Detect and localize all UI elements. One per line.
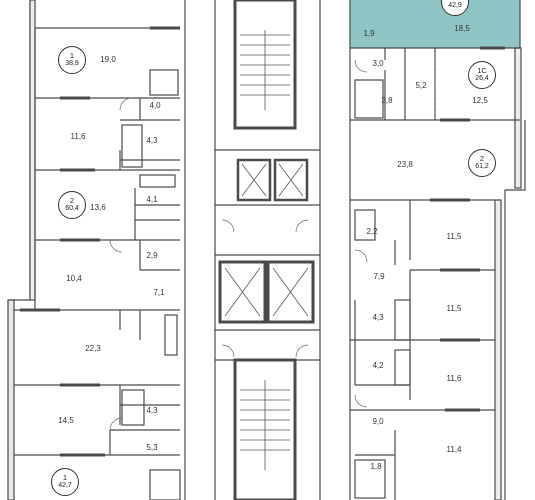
room-area-label: 19,0: [100, 55, 116, 64]
right-window-strip-2: [494, 199, 502, 500]
room-area-label: 7,9: [373, 272, 385, 281]
fixture-r3: [354, 209, 376, 241]
right-exterior-wall: [349, 0, 526, 500]
room-area-label: 3,8: [381, 96, 393, 105]
room-area-label: 11,5: [446, 304, 462, 313]
left-window-strip: [7, 299, 15, 500]
apartment-rooms: 2: [479, 154, 485, 164]
highlighted-apartment-fill: [350, 0, 520, 48]
fixture-r5: [354, 79, 384, 119]
apartment-rooms: 2: [69, 196, 75, 206]
room-area-label: 4,1: [146, 195, 158, 204]
fixture-6: [149, 469, 181, 500]
room-area-label: 7,1: [153, 288, 165, 297]
door-swings: [109, 59, 368, 431]
left-thick-walls: [20, 26, 180, 457]
room-area-label: 4,3: [146, 136, 158, 145]
apartment-area: 26,4: [475, 75, 489, 83]
apartment-area: 42,7: [58, 482, 72, 490]
walls: [7, 0, 526, 500]
room-area-label: 10,4: [66, 274, 82, 283]
right-window-strip: [514, 47, 522, 189]
room-area-label: 11,6: [446, 374, 462, 383]
room-area-label: 4,3: [372, 313, 384, 322]
room-area-label: 22,3: [85, 344, 101, 353]
room-area-label: 2,2: [366, 227, 378, 236]
room-area-label: 12,5: [472, 96, 488, 105]
lift-bottom-1: [218, 260, 267, 324]
core-outer: [214, 0, 321, 500]
bathtub-1: [121, 124, 143, 168]
room-area-label: 4,0: [149, 101, 161, 110]
apartment-area: 60,4: [65, 205, 79, 213]
room-area-label: 11,4: [446, 445, 462, 454]
room-area-label: 4,3: [146, 406, 158, 415]
bathtub-r2: [394, 349, 411, 386]
room-area-label: 11,5: [446, 232, 462, 241]
lift-top-1: [236, 158, 272, 202]
core-partitions: [215, 149, 320, 361]
fixture-r4: [354, 459, 386, 499]
room-area-label: 11,6: [70, 132, 86, 141]
room-area-label: 23,8: [397, 160, 413, 169]
room-area-label: 1,8: [370, 462, 382, 471]
fixture-5: [149, 69, 179, 96]
lift-top-2: [273, 158, 309, 202]
bathtub-r1: [394, 299, 411, 341]
room-area-label: 14,5: [58, 416, 74, 425]
apartment-area: 38,9: [65, 60, 79, 68]
apartment-area: 61,2: [475, 163, 489, 171]
lift-bottom-2: [266, 260, 315, 324]
room-area-label: 13,6: [90, 203, 106, 212]
lift-crosses: [224, 163, 309, 317]
right-thick-walls: [430, 46, 505, 412]
room-area-label: 4,2: [372, 361, 384, 370]
room-area-label: 1,9: [363, 29, 375, 38]
bathtub-2: [139, 174, 176, 188]
left-window-strip-top: [29, 0, 36, 301]
room-area-label: 2,9: [146, 251, 158, 260]
apartment-rooms: 1: [62, 473, 68, 483]
bathtub-3: [121, 389, 145, 426]
apartment-rooms: 1С: [477, 66, 487, 76]
stair-treads-bottom: [240, 380, 290, 470]
apartment-area: 42,9: [448, 2, 462, 10]
stair-treads-top: [240, 30, 290, 110]
apartment-rooms: 1: [442, 0, 468, 2]
room-area-label: 18,5: [454, 24, 470, 33]
apartment-rooms: 1: [69, 51, 75, 61]
room-area-label: 9,0: [372, 417, 384, 426]
room-area-label: 5,2: [415, 81, 427, 90]
stair-top: [233, 0, 297, 130]
left-partitions: [14, 27, 180, 456]
room-area-label: 3,0: [372, 59, 384, 68]
fixture-4: [164, 314, 178, 356]
room-area-label: 5,3: [146, 443, 158, 452]
